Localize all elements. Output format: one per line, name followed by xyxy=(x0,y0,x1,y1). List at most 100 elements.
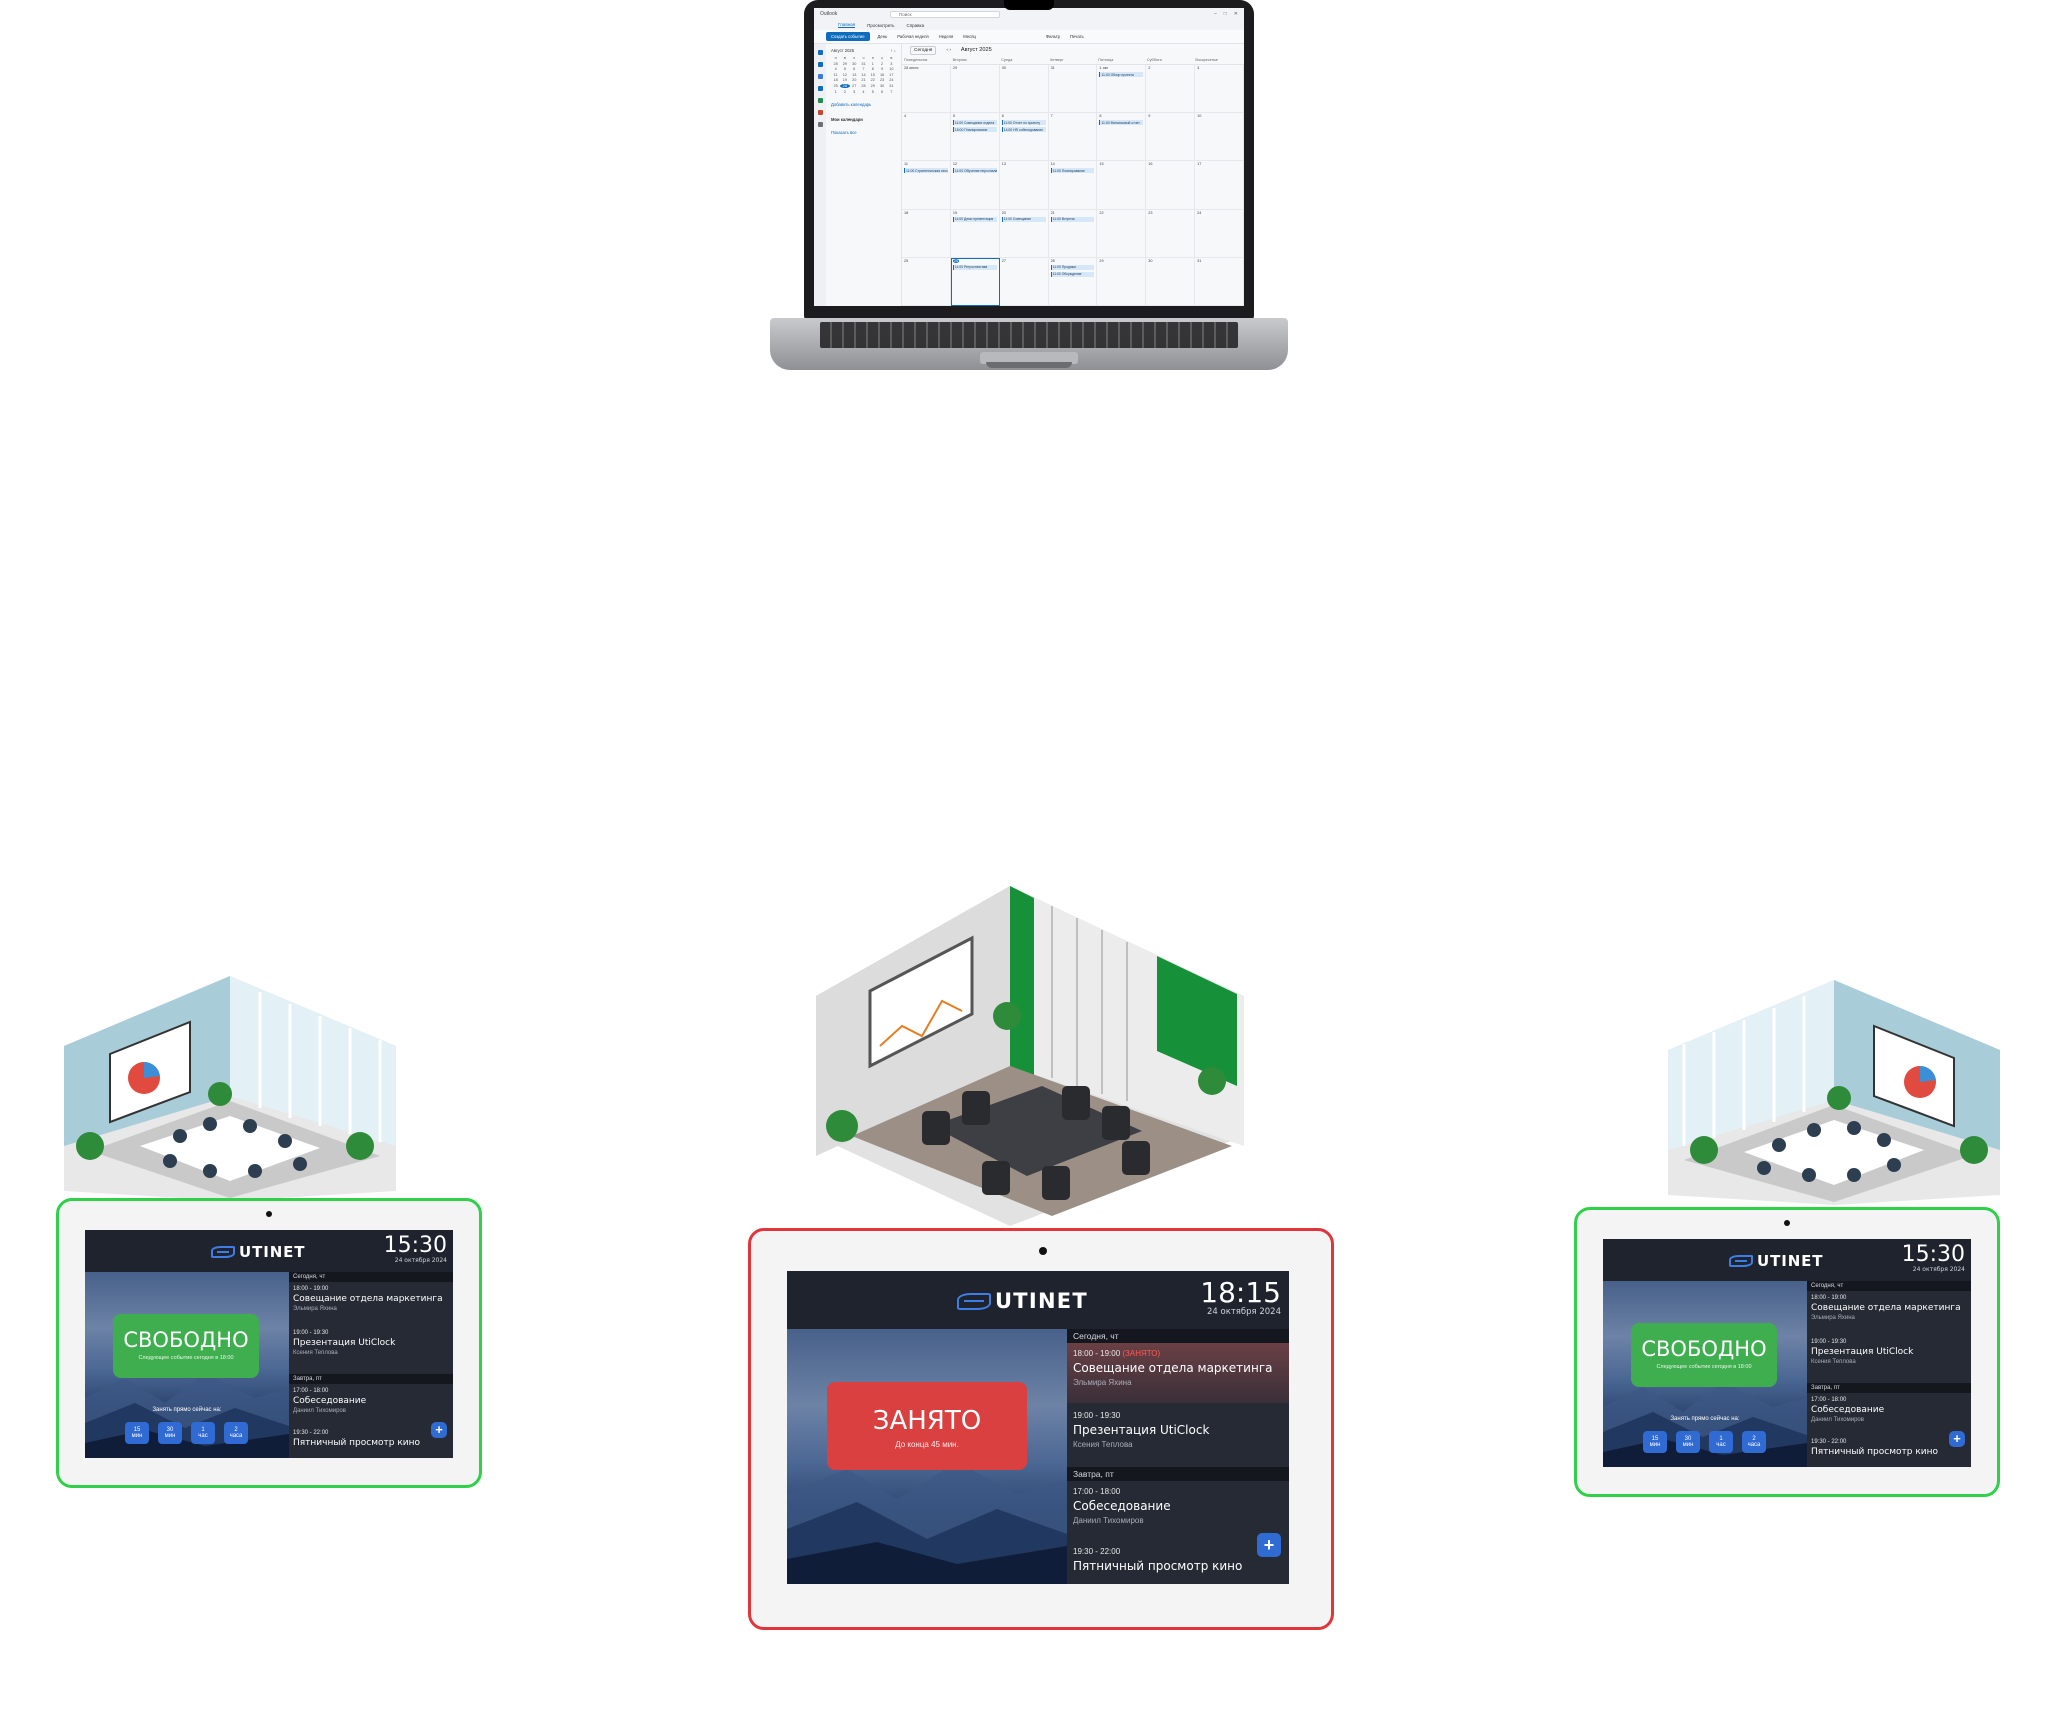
calendar-day-cell[interactable]: 16 xyxy=(1146,161,1196,210)
powerpoint-icon[interactable] xyxy=(817,110,823,115)
calendar-day-cell[interactable]: 9 xyxy=(1146,113,1196,162)
print-button[interactable]: Печать xyxy=(1069,34,1084,39)
calendar-day-cell[interactable]: 10 xyxy=(1195,113,1244,162)
mini-calendar-day[interactable]: 2 xyxy=(881,61,884,66)
maximize-icon[interactable]: □ xyxy=(1223,11,1227,17)
mini-calendar-day[interactable]: 29 xyxy=(842,61,848,66)
mini-calendar-day[interactable]: 19 xyxy=(842,78,848,83)
schedule-event[interactable]: 19:30 - 22:00 Пятничный просмотр кино xyxy=(293,1430,421,1448)
mini-calendar-day[interactable]: 7 xyxy=(890,89,893,94)
schedule-event[interactable]: 17:00 - 18:00 Собеседование Даниил Тихом… xyxy=(293,1388,367,1414)
month-title[interactable]: Август 2025 xyxy=(960,47,992,53)
mini-calendar-day[interactable]: 25 xyxy=(833,83,838,88)
tab-help[interactable]: Справка xyxy=(906,22,925,28)
add-calendar-link[interactable]: Добавить календарь xyxy=(831,101,872,107)
schedule-event[interactable]: 17:00 - 18:00 Собеседование Даниил Тихом… xyxy=(1811,1397,1885,1423)
plus-icon[interactable]: + xyxy=(1257,1533,1281,1557)
mini-calendar-day[interactable]: 3 xyxy=(890,61,893,66)
mini-calendar-day[interactable]: 2 xyxy=(843,89,846,94)
mini-calendar-day[interactable]: 31 xyxy=(861,61,866,66)
mini-calendar-day[interactable]: 3 xyxy=(853,89,856,94)
mini-calendar-day[interactable]: 21 xyxy=(861,78,866,83)
my-calendars-heading[interactable]: Мои календари xyxy=(831,116,863,122)
calendar-day-cell[interactable]: 25 xyxy=(902,257,951,306)
mini-calendar-day[interactable]: 22 xyxy=(870,78,875,83)
mini-calendar-day[interactable]: 15 xyxy=(870,72,875,77)
calendar-event[interactable]: 11:00 Обучение персонала xyxy=(952,168,997,174)
mini-calendar-day[interactable]: 18 xyxy=(833,78,838,83)
excel-icon[interactable] xyxy=(817,98,823,103)
calendar-day-cell[interactable]: 2 xyxy=(1146,65,1196,114)
mini-calendar-day[interactable]: 26 xyxy=(840,83,850,88)
people-icon[interactable] xyxy=(817,74,823,79)
mini-calendar-day[interactable]: 7 xyxy=(862,67,865,72)
calendar-event[interactable]: 11:00 Совещание отдела xyxy=(952,120,997,126)
calendar-event[interactable]: 11:00 Ретроспектива xyxy=(952,264,997,270)
plus-icon[interactable]: + xyxy=(1949,1431,1965,1447)
calendar-day-cell[interactable]: 17 xyxy=(1195,161,1244,210)
calendar-day-cell[interactable]: 24 xyxy=(1195,209,1244,258)
calendar-icon[interactable] xyxy=(817,62,823,67)
calendar-event[interactable]: 11:00 Обзор проекта xyxy=(1099,72,1144,77)
mini-calendar-day[interactable]: 27 xyxy=(852,83,857,88)
calendar-day-cell[interactable]: 27 xyxy=(999,257,1049,306)
calendar-day-cell[interactable]: 30 xyxy=(1146,257,1196,306)
chevron-icon[interactable]: ‹ › xyxy=(946,47,951,53)
schedule-event[interactable]: 19:00 - 19:30 Презентация UtiClock Ксени… xyxy=(293,1330,396,1356)
mini-calendar-day[interactable]: 1 xyxy=(834,89,837,94)
schedule-event-current[interactable]: 18:00 - 19:00 (ЗАНЯТО) Совещание отдела … xyxy=(1067,1343,1289,1403)
tab-view[interactable]: Просмотреть xyxy=(867,22,895,28)
calendar-event[interactable]: 11:00 Планирование xyxy=(1050,168,1095,174)
filter-button[interactable]: Фильтр xyxy=(1045,34,1060,39)
calendar-event[interactable]: 11:00 Отчет по проекту xyxy=(1001,120,1046,126)
calendar-day-cell[interactable]: 7 xyxy=(1048,113,1098,162)
mini-calendar-day[interactable]: 24 xyxy=(889,78,894,83)
schedule-event[interactable]: 18:00 - 19:00 Совещание отдела маркетинг… xyxy=(293,1286,443,1312)
mini-calendar-day[interactable]: 5 xyxy=(871,89,874,94)
mini-calendar-day[interactable]: 5 xyxy=(843,67,846,72)
mini-calendar-day[interactable]: 13 xyxy=(852,72,857,77)
calendar-day-cell[interactable]: 30 xyxy=(999,65,1049,114)
mini-calendar-day[interactable]: 4 xyxy=(834,67,837,72)
schedule-event[interactable]: 19:00 - 19:30 Презентация UtiClock Ксени… xyxy=(1073,1411,1210,1449)
calendar-event[interactable]: 11:00 Встреча xyxy=(1050,216,1095,222)
calendar-day-cell[interactable]: 28 июля xyxy=(902,65,951,114)
word-icon[interactable] xyxy=(817,86,823,91)
show-all-link[interactable]: Показать все xyxy=(831,129,857,135)
mini-calendar-day[interactable]: 1 xyxy=(871,61,874,66)
mini-calendar-day[interactable]: 14 xyxy=(861,72,866,77)
calendar-day-cell[interactable]: 15 xyxy=(1097,161,1147,210)
calendar-day-cell[interactable]: 22 xyxy=(1097,209,1147,258)
minimize-icon[interactable]: – xyxy=(1213,11,1217,17)
calendar-event[interactable]: 11:00 Продажи xyxy=(1050,264,1095,270)
today-button[interactable]: Сегодня xyxy=(910,45,937,55)
schedule-event[interactable]: 18:00 - 19:00 Совещание отдела маркетинг… xyxy=(1811,1295,1961,1321)
calendar-day-cell[interactable]: 3 xyxy=(1195,65,1244,114)
calendar-event[interactable]: 11:00 Совещание xyxy=(1001,216,1046,222)
search-input[interactable]: Поиск xyxy=(890,10,1000,18)
schedule-event[interactable]: 19:00 - 19:30 Презентация UtiClock Ксени… xyxy=(1811,1339,1914,1365)
schedule-event[interactable]: 19:30 - 22:00 Пятничный просмотр кино xyxy=(1073,1547,1243,1573)
calendar-event[interactable]: 11:00 Стратегическая сессия xyxy=(904,168,948,174)
mini-calendar-day[interactable]: 8 xyxy=(871,67,874,72)
mini-calendar-day[interactable]: 30 xyxy=(852,61,857,66)
calendar-day-cell[interactable]: 4 xyxy=(902,113,951,162)
mini-calendar-day[interactable]: 28 xyxy=(833,61,838,66)
mini-calendar-day[interactable]: 10 xyxy=(889,67,894,72)
mini-calendar-day[interactable]: 6 xyxy=(881,89,884,94)
mini-calendar-day[interactable]: 28 xyxy=(861,83,866,88)
view-workweek-button[interactable]: Рабочая неделя xyxy=(897,34,929,39)
